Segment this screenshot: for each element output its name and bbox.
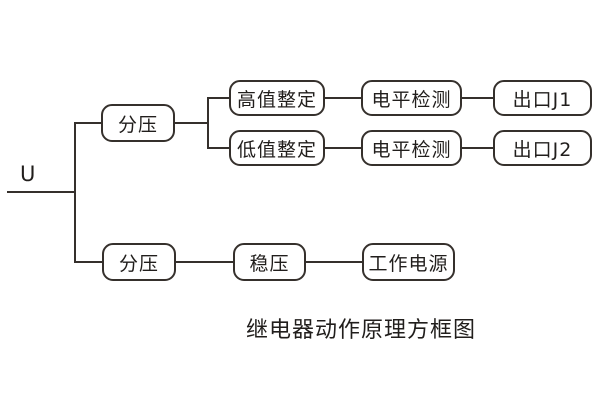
connector-divider-to-branch	[175, 122, 208, 124]
connector-low-to-detect2	[325, 147, 363, 149]
connector-trunk-vertical	[74, 122, 76, 263]
connector-detect1-to-j1	[460, 97, 495, 99]
connector-high-to-detect1	[325, 97, 363, 99]
input-voltage-label: U	[20, 162, 36, 186]
node-divider-bottom: 分压	[102, 243, 176, 281]
node-regulator: 稳压	[233, 243, 306, 281]
node-level-detect-1: 电平检测	[361, 80, 462, 116]
connector-detect2-to-j2	[460, 147, 495, 149]
node-outlet-j1: 出口J1	[493, 80, 592, 116]
node-working-power: 工作电源	[362, 243, 455, 281]
connector-to-divider-bottom	[74, 261, 104, 263]
connector-divider-to-regulator	[176, 261, 235, 263]
node-level-detect-2: 电平检测	[361, 130, 462, 166]
node-low-setting: 低值整定	[229, 130, 325, 166]
connector-input-line	[7, 191, 75, 193]
connector-to-divider-top	[74, 122, 103, 124]
connector-branch-to-high	[207, 97, 231, 99]
connector-branch-to-low	[207, 147, 231, 149]
node-divider-top: 分压	[101, 104, 175, 142]
connector-branch-vertical	[207, 97, 209, 149]
node-high-setting: 高值整定	[229, 80, 325, 116]
connector-regulator-to-power	[304, 261, 364, 263]
node-outlet-j2: 出口J2	[493, 130, 592, 166]
diagram-caption: 继电器动作原理方框图	[246, 318, 477, 343]
